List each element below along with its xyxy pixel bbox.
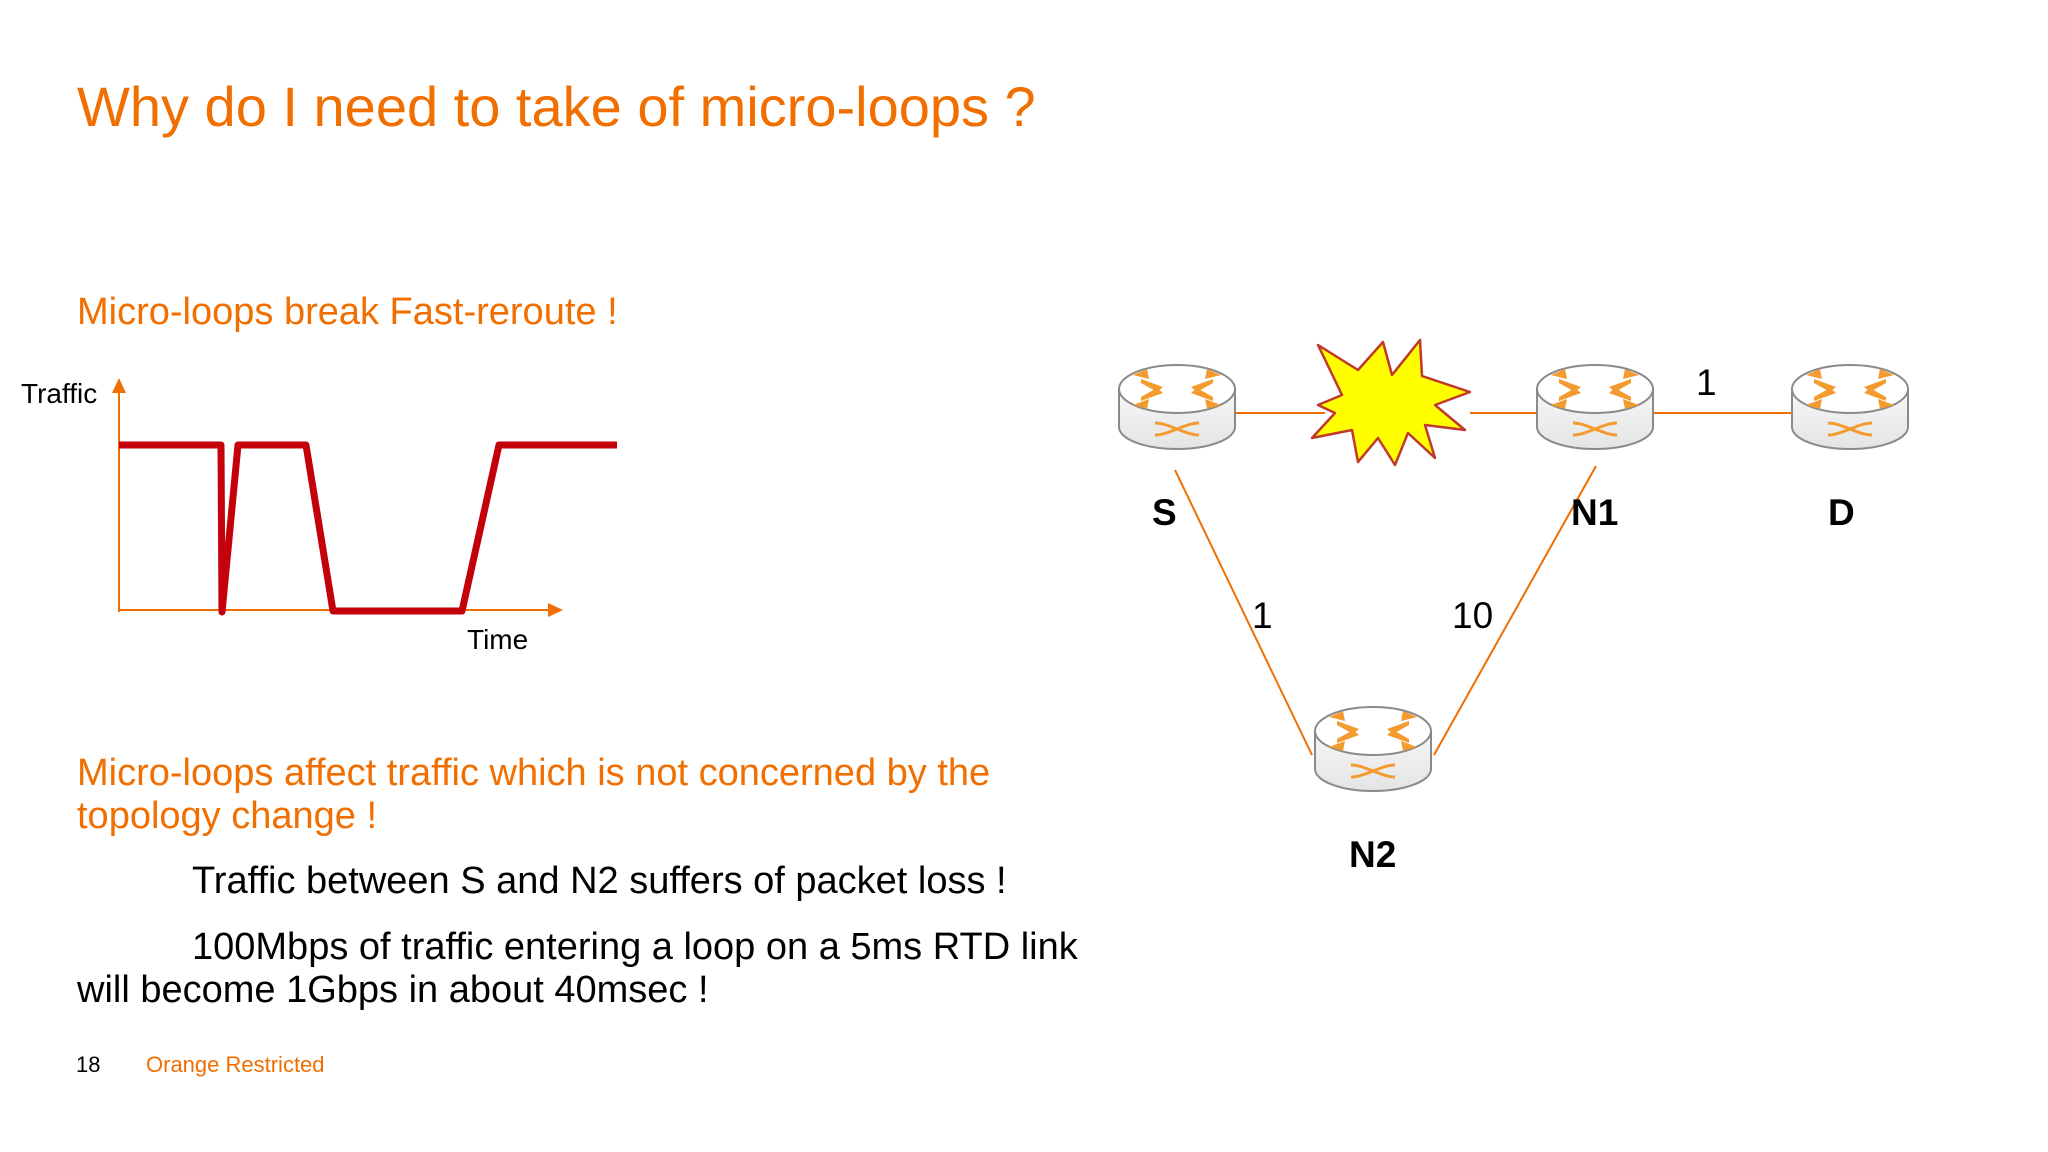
bullet-packet-loss: Traffic between S and N2 suffers of pack…: [192, 860, 1007, 902]
x-axis-arrow: [548, 603, 563, 617]
cost-s-n2: 1: [1252, 595, 1273, 636]
node-label-n1: N1: [1571, 492, 1619, 533]
traffic-line: [119, 441, 617, 616]
link-n2-n1: [1433, 465, 1597, 756]
router-s-icon: [1117, 363, 1237, 451]
router-d-icon: [1790, 363, 1910, 451]
router-n2-icon: [1313, 705, 1433, 793]
links: [1174, 412, 1792, 756]
classification-label: Orange Restricted: [146, 1052, 325, 1077]
node-label-d: D: [1828, 492, 1855, 533]
heading-affect-traffic: Micro-loops affect traffic which is not …: [77, 752, 991, 837]
x-axis-label: Time: [467, 624, 529, 655]
link-s-n2: [1174, 469, 1313, 756]
heading-fast-reroute: Micro-loops break Fast-reroute !: [77, 291, 618, 333]
node-label-n2: N2: [1349, 834, 1397, 875]
y-axis-label: Traffic: [21, 378, 98, 409]
page-number: 18: [76, 1052, 101, 1077]
cost-n1-d: 1: [1696, 362, 1717, 403]
bullet-loop-line1: 100Mbps of traffic entering a loop on a …: [192, 926, 1078, 968]
cost-n2-n1: 10: [1452, 595, 1494, 636]
node-label-s: S: [1152, 492, 1177, 533]
slide-title: Why do I need to take of micro-loops ?: [77, 75, 1036, 138]
router-n1-icon: [1535, 363, 1655, 451]
failure-burst-icon: [1310, 338, 1472, 467]
y-axis-arrow: [112, 378, 126, 393]
bullet-loop-line2: will become 1Gbps in about 40msec !: [77, 969, 709, 1011]
